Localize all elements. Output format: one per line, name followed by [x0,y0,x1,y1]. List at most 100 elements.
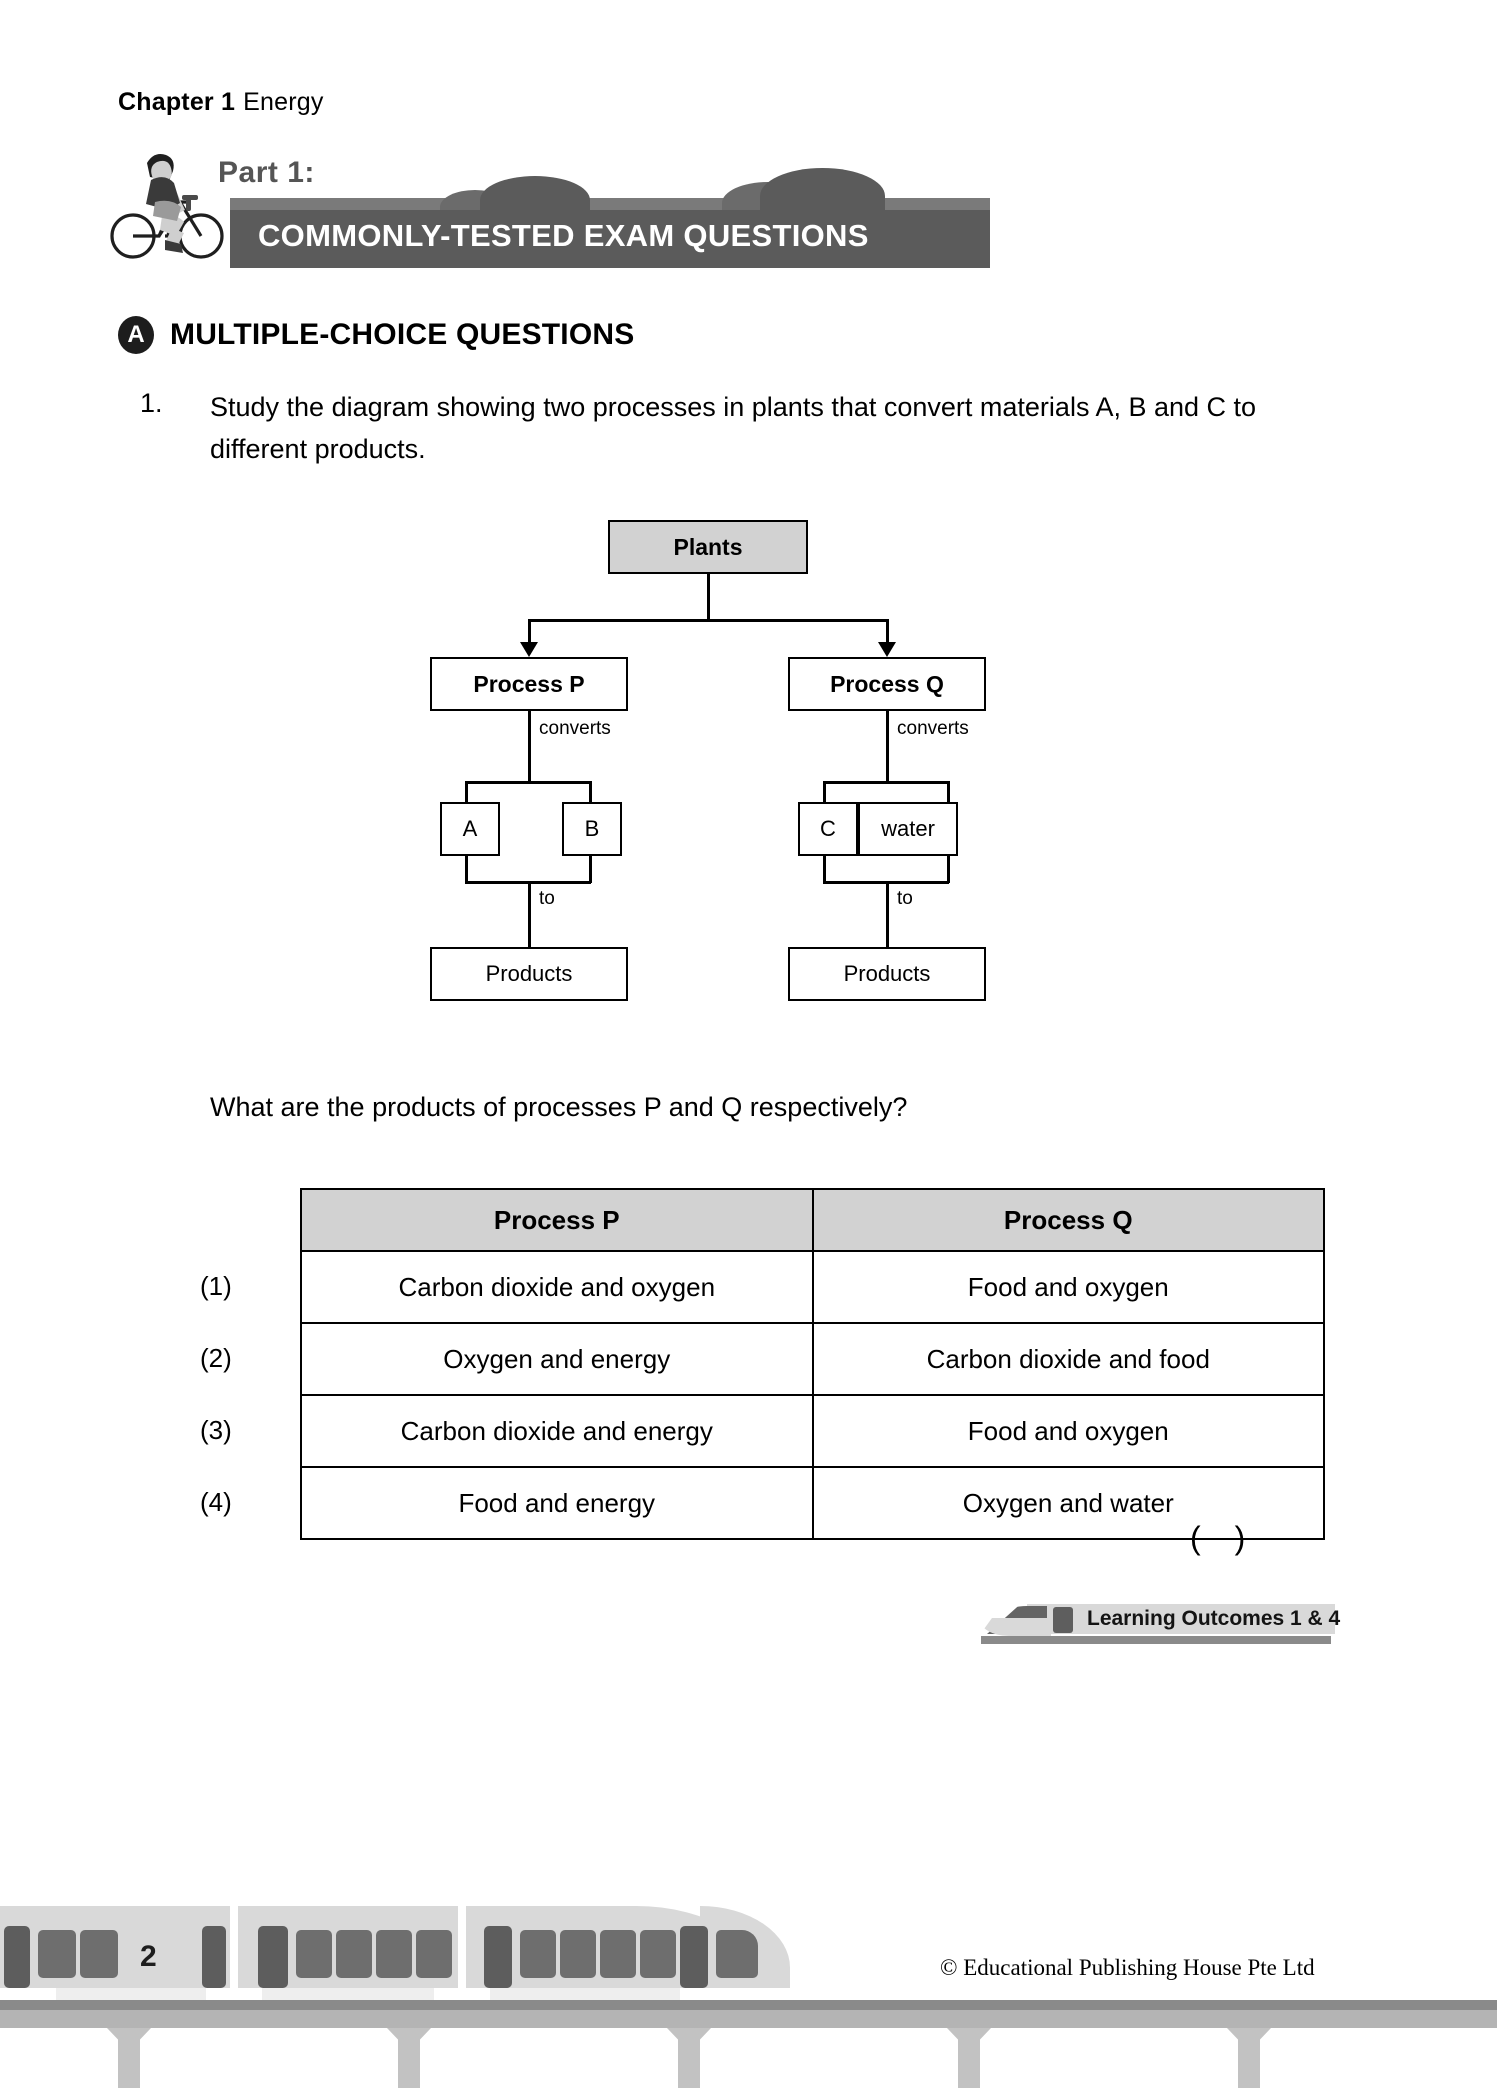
train-door-icon [484,1926,512,1988]
train-skirt [262,1988,434,2000]
diagram-arrow-icon [878,642,896,657]
train-icon [1027,1604,1335,1634]
option-label: (3) [200,1414,232,1445]
diagram-connector [947,856,950,883]
train-icon: 2 [0,1888,790,2000]
train-door-icon [680,1926,708,1988]
learning-outcomes-label: Learning Outcomes 1 & 4 [1087,1607,1341,1630]
train-window-icon [80,1930,118,1978]
train-skirt [490,1988,680,2000]
diagram-edge-label-converts: converts [536,718,614,740]
diagram-arrow-icon [520,642,538,657]
diagram-node-c: C [798,802,858,856]
train-window-icon [600,1930,636,1978]
answer-bracket[interactable]: () [1190,1520,1279,1557]
train-door-icon [202,1926,226,1988]
banner-bar [230,210,990,268]
train-window-icon [38,1930,76,1978]
table-cell: Carbon dioxide and food [811,1322,1325,1396]
part-label: Part 1: [218,156,315,189]
train-window-icon [716,1930,758,1978]
diagram-node-products-p: Products [430,947,628,1001]
track-pillar [118,2028,140,2088]
train-window-icon [1053,1607,1073,1633]
section-title: MULTIPLE-CHOICE QUESTIONS [170,318,635,351]
option-label: (1) [200,1270,232,1301]
diagram-connector [465,781,468,804]
diagram-connector [465,856,468,883]
diagram-connector [823,781,949,784]
diagram-connector [465,781,591,784]
track-pillar [678,2028,700,2088]
table-cell: Food and oxygen [811,1250,1325,1324]
diagram-edge-label-to: to [894,888,916,910]
table-row[interactable]: Oxygen and energy Carbon dioxide and foo… [300,1322,1325,1396]
page-footer: 2 [0,1880,1497,2088]
table-row[interactable]: Carbon dioxide and oxygen Food and oxyge… [300,1250,1325,1324]
question-number: 1. [140,388,163,418]
banner-title: COMMONLY-TESTED EXAM QUESTIONS [258,218,869,253]
track-pillar [958,2028,980,2088]
diagram-connector [589,781,592,804]
train-window-icon [376,1930,412,1978]
track-rail [0,2000,1497,2010]
column-header-process-p: Process P [300,1188,814,1252]
diagram-edge-label-to: to [536,888,558,910]
question-stem: Study the diagram showing two processes … [210,392,1257,465]
option-label: (2) [200,1342,232,1373]
table-cell: Oxygen and water [811,1466,1325,1540]
table-cell: Carbon dioxide and energy [300,1394,814,1468]
page-number: 2 [140,1940,157,1973]
track-bed [0,2010,1497,2028]
diagram-node-products-q: Products [788,947,986,1001]
train-rail-icon [981,1636,1331,1644]
learning-outcomes-tag: Learning Outcomes 1 & 4 [975,1598,1340,1644]
diagram-node-plants: Plants [608,520,808,574]
diagram-node-b: B [562,802,622,856]
cyclist-icon [110,154,224,259]
train-door-icon [4,1926,30,1988]
table-cell: Carbon dioxide and oxygen [300,1250,814,1324]
answer-bracket-close: ) [1234,1520,1280,1556]
options-table: Process P Process Q Carbon dioxide and o… [300,1188,1325,1540]
diagram-connector [528,619,531,647]
chapter-label: Chapter 1 [118,88,236,116]
diagram-edge-label-converts: converts [894,718,972,740]
train-window-icon [296,1930,332,1978]
train-window-icon [520,1930,556,1978]
train-door-icon [258,1926,288,1988]
table-cell: Food and oxygen [811,1394,1325,1468]
diagram-connector [886,619,889,647]
diagram-connector [886,711,889,783]
option-label-column: (1) (2) (3) (4) [200,1190,270,1538]
answer-bracket-open: ( [1190,1520,1235,1556]
diagram-connector [823,856,826,883]
train-window-icon [416,1930,452,1978]
diagram-connector [528,619,888,622]
section-badge: A [118,316,154,354]
table-row[interactable]: Carbon dioxide and energy Food and oxyge… [300,1394,1325,1468]
diagram-connector [589,856,592,883]
train-nose-highlight-icon [979,1618,1051,1636]
diagram-connector [823,781,826,804]
table-row[interactable]: Food and energy Oxygen and water [300,1466,1325,1540]
diagram-connector [886,881,889,949]
diagram-node-process-q: Process Q [788,657,986,711]
process-flow-diagram: Plants Process P converts A B to Product… [430,520,1080,1001]
track-pillar [1238,2028,1260,2088]
diagram-connector [528,711,531,783]
track-pillar [398,2028,420,2088]
option-label: (4) [200,1486,232,1517]
copyright-notice: © Educational Publishing House Pte Ltd [940,1955,1315,1980]
train-window-icon [560,1930,596,1978]
part-banner: Part 1: COMMONLY-TESTED EXAM QUESTIONS [110,150,990,290]
table-cell: Food and energy [300,1466,814,1540]
diagram-node-process-p: Process P [430,657,628,711]
question-follow-up: What are the products of processes P and… [210,1092,908,1122]
diagram-connector [528,881,531,949]
diagram-node-water: water [858,802,958,856]
train-skirt [56,1988,206,2000]
train-window-icon [336,1930,372,1978]
diagram-connector [707,574,710,621]
